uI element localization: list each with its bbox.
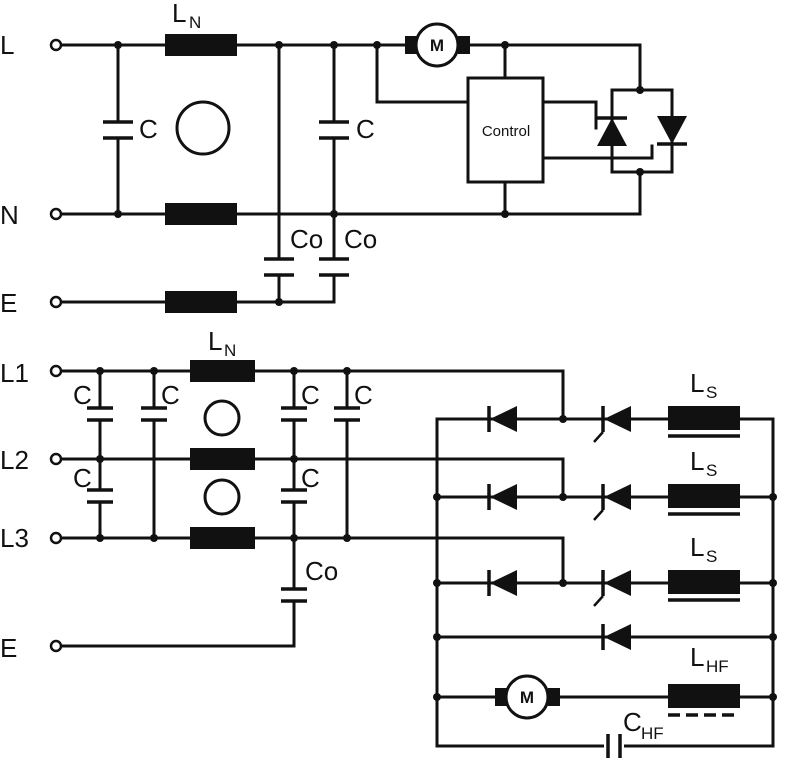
thyristor-down-icon [657, 116, 687, 144]
cap3-3-label: C [161, 380, 180, 410]
hf-inductor-sub: HF [706, 657, 729, 676]
motor3-icon [504, 674, 550, 720]
terminal-l3 [49, 531, 63, 545]
hf-cap-label: C [623, 707, 642, 737]
hf-inductor [668, 684, 740, 708]
hf-cap-sub: HF [641, 724, 664, 743]
thyristor-1-icon [604, 406, 631, 432]
choke-core-ring [175, 100, 231, 156]
cap3-1-label: C [73, 380, 92, 410]
series-inductor-3-sub: S [706, 547, 717, 566]
control-gate-wire-2 [541, 144, 654, 160]
cap3-4-label: C [301, 380, 320, 410]
motor3-label: M [520, 688, 534, 707]
choke-winding-l [165, 34, 237, 56]
terminal-n-label: N [0, 200, 19, 230]
cap-x2-label: C [356, 114, 375, 144]
series-inductor-2-label: L [690, 446, 704, 476]
terminal-l2 [49, 452, 63, 466]
series-inductor-1-sub: S [706, 383, 717, 402]
choke3-winding-l1 [190, 360, 255, 382]
series-inductor-1 [668, 406, 740, 430]
terminal-l [49, 38, 63, 52]
cap3-5-label: C [301, 463, 320, 493]
cap-y1-label: Co [290, 224, 323, 254]
choke-label: L [172, 0, 186, 28]
terminal-e3-label: E [0, 633, 17, 663]
series-inductor-1-label: L [690, 368, 704, 398]
series-inductor-2-sub: S [706, 461, 717, 480]
terminal-l-label: L [0, 30, 14, 60]
motor-label: M [430, 36, 444, 55]
terminal-l1 [49, 364, 63, 378]
three-phase-junctions [96, 367, 777, 701]
cap-y2-label: Co [344, 224, 377, 254]
triac-frame [610, 88, 674, 174]
line-e3-wire [58, 599, 296, 648]
line-n-wire [58, 170, 642, 216]
diode-3-icon [490, 570, 517, 596]
motor3-brush-right [548, 688, 560, 706]
thyristor-3-icon [604, 570, 631, 596]
terminal-e [49, 295, 63, 309]
series-inductor-3-label: L [690, 532, 704, 562]
choke3-label: L [208, 326, 222, 356]
diode-1-icon [490, 406, 517, 432]
diode-2-icon [490, 484, 517, 510]
series-inductor-3 [668, 570, 740, 594]
terminal-l3-label: L3 [0, 523, 29, 553]
terminal-n [49, 207, 63, 221]
terminal-e-label: E [0, 288, 17, 318]
single-phase-filter: L N E L N C C Co [0, 0, 687, 318]
cap3-2-label: C [73, 463, 92, 493]
choke-label-sub: N [189, 13, 201, 32]
choke-winding-e [165, 291, 237, 313]
motor-icon [414, 22, 460, 68]
motor-brush-left [405, 36, 417, 54]
cap3-y-label: Co [305, 556, 338, 586]
choke3-label-sub: N [224, 341, 236, 360]
motor-brush-right [458, 36, 470, 54]
terminal-l2-label: L2 [0, 445, 29, 475]
freewheel-diode-icon [604, 624, 631, 650]
choke-winding-n [165, 203, 237, 225]
control-sense-wire [375, 43, 470, 104]
thyristor-up-icon [597, 118, 627, 146]
choke3-winding-l3 [190, 527, 255, 549]
cap3-6-label: C [354, 380, 373, 410]
motor3-brush-left [495, 688, 507, 706]
choke3-core-ring-1 [203, 399, 241, 437]
line-l-wire [58, 43, 642, 92]
terminal-e3 [49, 639, 63, 653]
series-inductor-2 [668, 484, 740, 508]
hf-inductor-label: L [690, 642, 704, 672]
single-phase-junctions [114, 41, 644, 306]
control-label: Control [482, 123, 530, 140]
cap-x1-label: C [139, 114, 158, 144]
thyristor-2-icon [604, 484, 631, 510]
control-box [466, 76, 545, 184]
choke3-winding-l2 [190, 448, 255, 470]
control-gate-wire-1 [541, 100, 598, 130]
choke3-core-ring-2 [203, 478, 241, 516]
terminal-l1-label: L1 [0, 358, 29, 388]
three-phase-filter: L1 L2 L3 E L N C C C [0, 326, 777, 758]
